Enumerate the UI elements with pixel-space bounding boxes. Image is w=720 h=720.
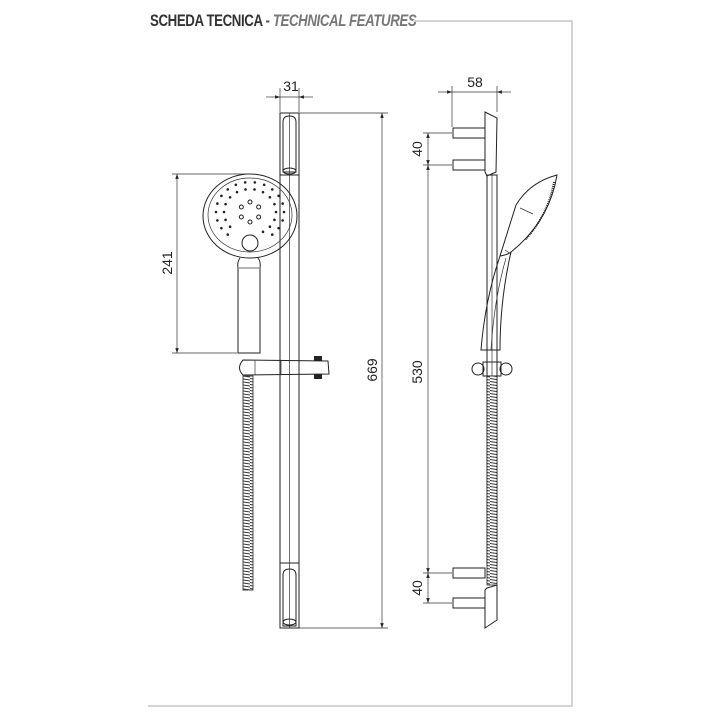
nozzle-dot (277, 194, 280, 198)
title-main: SCHEDA TECNICA (150, 11, 263, 30)
nozzle-center (247, 199, 253, 205)
nozzle-dot (244, 188, 247, 191)
dim-bottom-bracket: 40 (409, 580, 425, 596)
nozzle-dot (273, 202, 276, 206)
nozzle-dot (253, 181, 257, 184)
hose-front (242, 375, 254, 591)
slider-holder-front (239, 356, 330, 379)
frame-border (148, 20, 573, 707)
nozzle-dot (216, 202, 219, 205)
nozzle-dot (253, 188, 256, 191)
dim-head-height: 241 (159, 251, 175, 275)
shower-handle-front (237, 257, 261, 354)
hose-side (486, 375, 498, 586)
shower-head-front (202, 173, 298, 259)
nozzle-dot (261, 190, 265, 194)
dim-depth: 58 (467, 74, 483, 90)
nozzle-dot (220, 194, 223, 198)
dim-bracket-spacing: 530 (409, 360, 425, 384)
nozzle-dot (234, 183, 238, 187)
nozzle-dot (224, 218, 227, 222)
nozzle-center (247, 219, 253, 225)
front-view: 31 669 241 (159, 78, 388, 629)
nozzle-center (238, 214, 244, 220)
nozzle-dot (281, 219, 284, 222)
nozzle-dot (261, 230, 265, 234)
bottom-bracket-side (484, 584, 498, 629)
nozzle-dot (268, 195, 272, 199)
title-sub: TECHNICAL FEATURES (272, 11, 417, 30)
dim-top-bracket: 40 (409, 141, 425, 157)
nozzle-dot (243, 181, 247, 184)
nozzle-dot (274, 210, 278, 214)
nozzle-dot (270, 233, 274, 236)
page-title: SCHEDA TECNICA - TECHNICAL FEATURES (150, 11, 417, 31)
nozzle-center (256, 204, 262, 210)
nozzle-dot (228, 225, 232, 229)
dim-total-height: 669 (364, 358, 380, 382)
nozzle-dot (214, 210, 218, 214)
nozzle-dot (235, 190, 239, 194)
nozzle-dot (226, 233, 230, 236)
nozzle-dot (262, 183, 266, 187)
nozzle-center (238, 204, 244, 210)
nozzle-dot (228, 195, 232, 199)
nozzle-dot (277, 226, 280, 230)
nozzle-dot (273, 218, 276, 222)
side-view: 58 40 530 40 (409, 74, 558, 629)
dim-rail-width: 31 (283, 78, 299, 94)
nozzle-dot (268, 225, 272, 229)
bottom-bracket-front (280, 562, 299, 627)
top-bracket-side (484, 111, 498, 177)
nozzle-dot (270, 188, 274, 191)
nozzle-dot (222, 210, 226, 214)
shower-head-side (499, 174, 558, 257)
nozzle-dot (220, 226, 223, 230)
nozzle-dot (226, 188, 230, 191)
shower-handle-side (480, 251, 512, 351)
title-separator: - (265, 11, 270, 30)
top-bracket-front (280, 115, 299, 176)
nozzle-dot (281, 202, 284, 205)
nozzle-dot (216, 219, 219, 222)
nozzle-dot (224, 202, 227, 206)
nozzle-center (256, 214, 262, 220)
nozzle-dot (282, 210, 286, 214)
